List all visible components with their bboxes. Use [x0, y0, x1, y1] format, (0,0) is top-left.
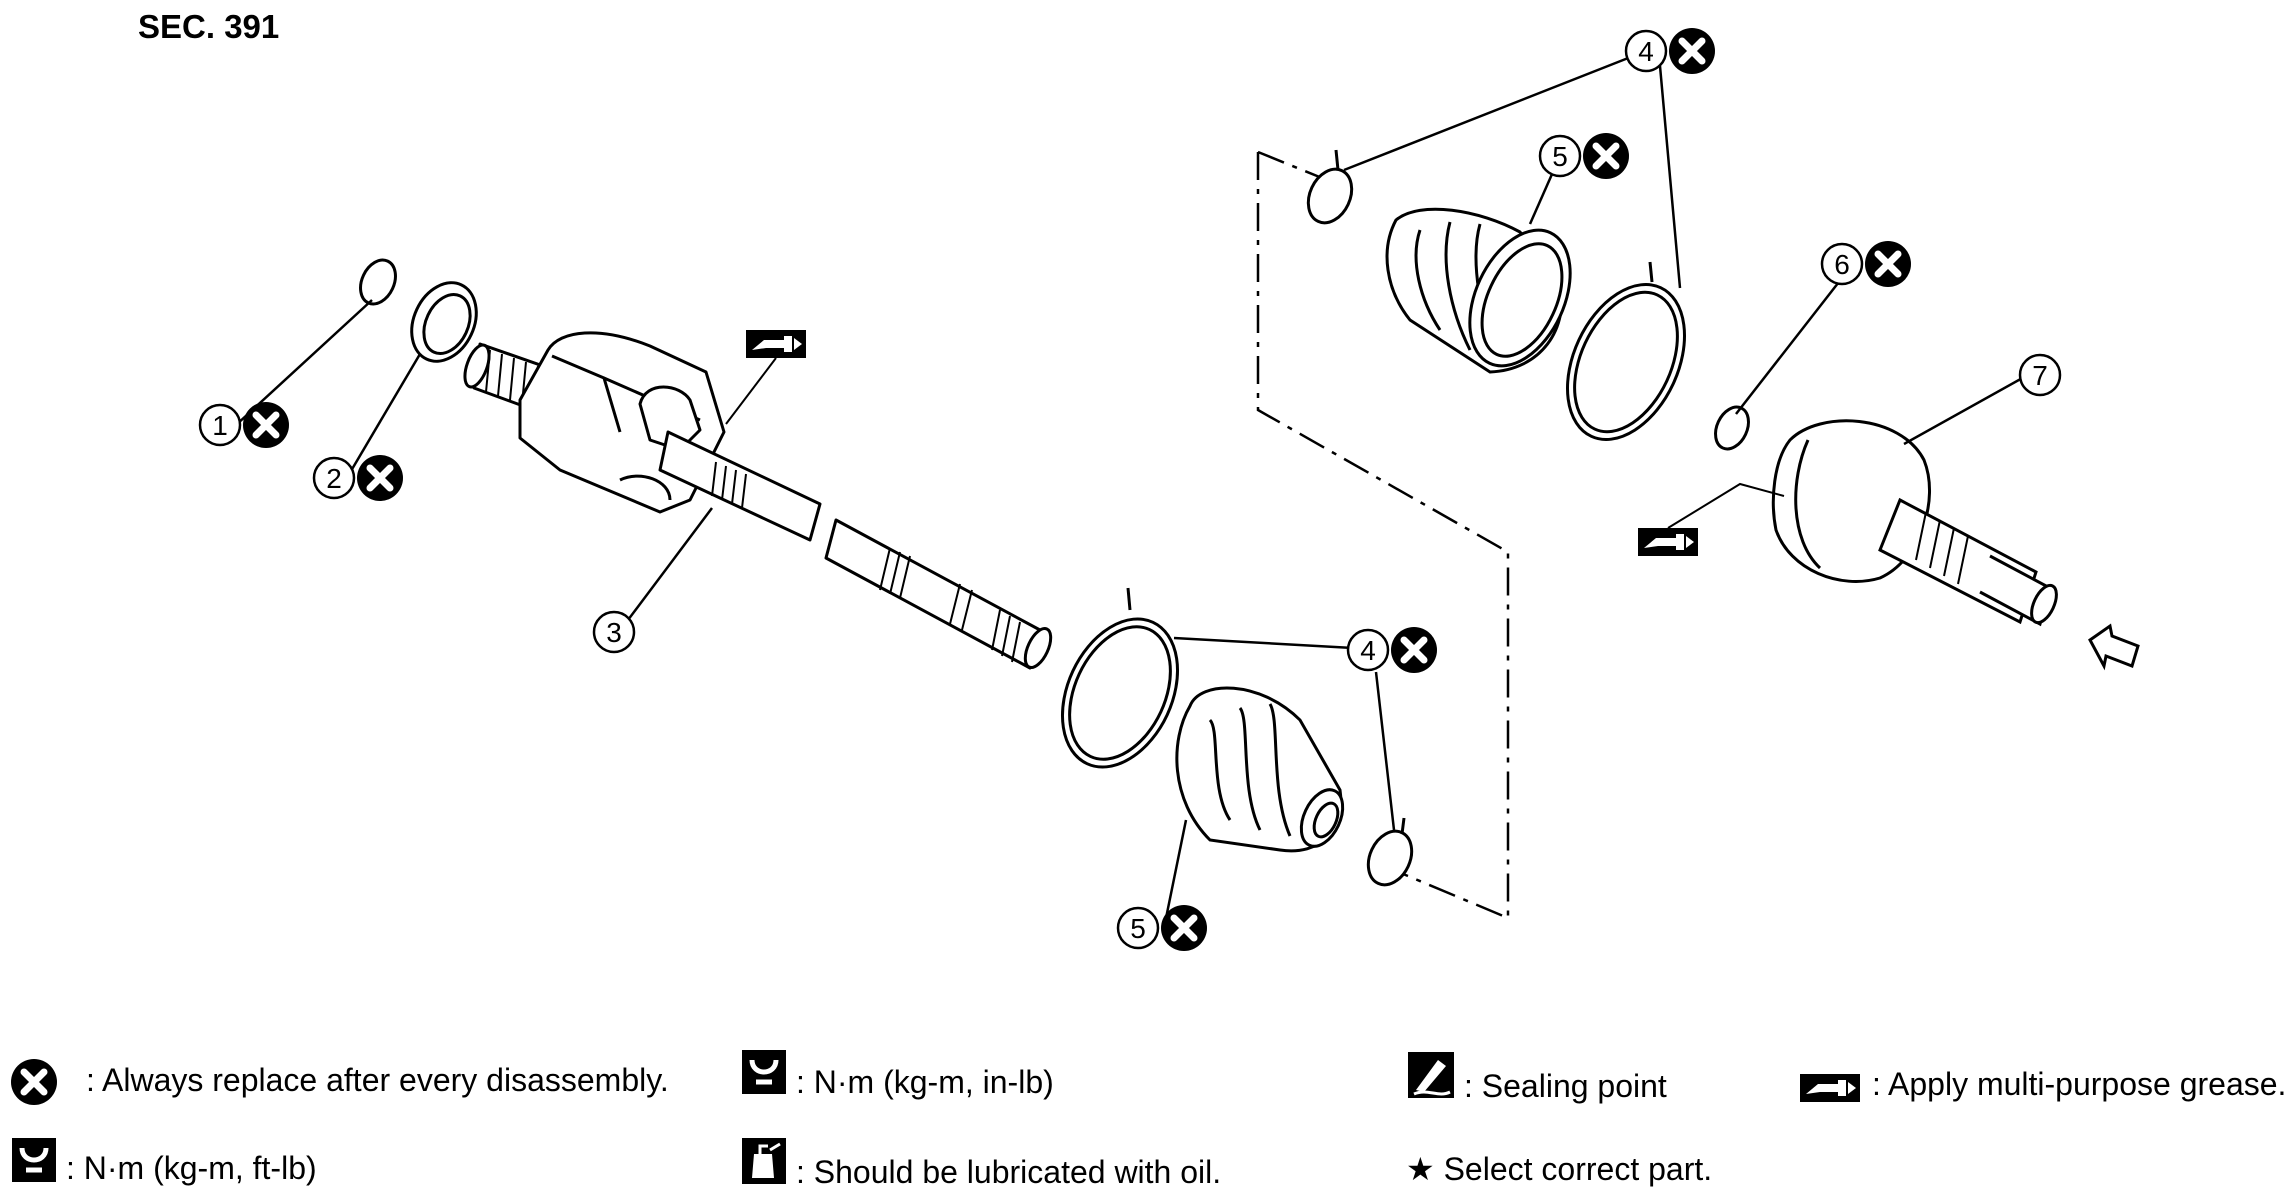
joint-assembly-part-7 [1771, 419, 2058, 627]
callout-4: 4 [1624, 28, 1715, 74]
callout-2: 2 [312, 455, 403, 501]
legend-select-part: ★ Select correct part. [1406, 1151, 1713, 1187]
callout-number: 5 [1552, 141, 1568, 172]
callout-7: 7 [2018, 353, 2062, 397]
dust-shield-part-2 [410, 281, 478, 363]
legend-always-replace: : Always replace after every disassembly… [86, 1062, 669, 1098]
callout-number: 4 [1360, 635, 1376, 666]
x-circle-icon [1583, 133, 1629, 179]
callout-number: 1 [212, 410, 228, 441]
legend-sealing-point: : Sealing point [1464, 1068, 1667, 1104]
legend-lubricate-oil: : Should be lubricated with oil. [796, 1154, 1222, 1190]
callout-group: 1 2 3 4 5 4 5 6 7 [198, 28, 2062, 951]
housing-and-shaft-part-3 [463, 331, 1053, 670]
boot-upper-part-5 [1385, 207, 1572, 374]
section-label: SEC. 391 [138, 8, 280, 45]
grease-marker-joint [1638, 528, 1698, 556]
snap-ring-part-1 [359, 258, 397, 306]
boot-band-small-upper [1306, 149, 1354, 225]
callout-5: 5 [1116, 905, 1207, 951]
boot-band-small-lower [1366, 817, 1414, 887]
callout-number: 2 [326, 463, 342, 494]
legend-torque-ft-lb: : N·m (kg-m, ft-lb) [66, 1150, 317, 1186]
x-circle-icon [1161, 905, 1207, 951]
callout-3: 3 [592, 610, 636, 654]
boot-lower-part-5 [1175, 686, 1345, 853]
circlip-part-6 [1714, 405, 1750, 451]
x-circle-icon [243, 402, 289, 448]
boot-band-large-upper [1566, 261, 1686, 441]
callout-number: 5 [1130, 913, 1146, 944]
callout-5: 5 [1538, 133, 1629, 179]
legend-torque-in-lb: : N·m (kg-m, in-lb) [796, 1064, 1054, 1100]
callout-number: 6 [1834, 249, 1850, 280]
callout-1: 1 [198, 402, 289, 448]
callout-number: 3 [606, 617, 622, 648]
direction-arrow [2088, 623, 2140, 671]
x-circle-icon [1865, 241, 1911, 287]
grease-marker-housing [746, 330, 806, 358]
dashed-boundary [1256, 150, 1510, 920]
callout-6: 6 [1820, 241, 1911, 287]
callout-number: 4 [1638, 36, 1654, 67]
callout-number: 7 [2032, 360, 2048, 391]
x-circle-icon [1669, 28, 1715, 74]
legend-grease: : Apply multi-purpose grease. [1872, 1066, 2287, 1102]
boot-band-large-lower [1060, 587, 1180, 769]
x-circle-icon [1391, 627, 1437, 673]
callout-4: 4 [1346, 627, 1437, 673]
x-circle-icon [357, 455, 403, 501]
